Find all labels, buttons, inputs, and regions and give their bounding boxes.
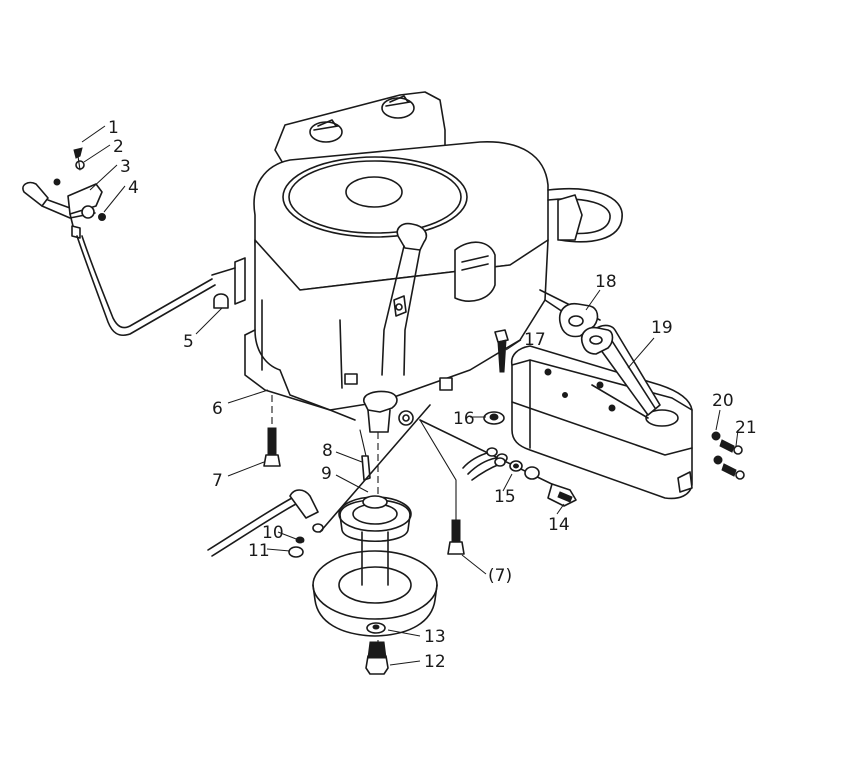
callout-18: 18 [595,272,617,292]
leader-lines [81,125,739,666]
pulley-bolt [365,641,389,675]
callout-3: 3 [120,157,131,177]
engine-assembly [244,91,623,433]
gasket-pair [558,302,614,355]
callout-labels: 1 2 3 4 5 6 7 (7) 8 9 10 11 12 13 14 15 … [108,118,757,672]
callout-4: 4 [128,178,139,198]
callout-21: 21 [735,418,757,438]
cable-bracket [211,257,246,309]
muffler-bolt [494,329,509,373]
callout-19: 19 [651,318,673,338]
callout-13: 13 [424,627,446,647]
callout-2: 2 [113,137,124,157]
drive-pulley [312,495,438,637]
dipstick [381,222,428,376]
callout-20: 20 [712,391,734,411]
callout-7-ref: (7) [488,566,512,586]
throttle-control-assembly [22,147,216,337]
callout-1: 1 [108,118,119,138]
callout-9: 9 [321,464,332,484]
callout-5: 5 [183,332,194,352]
callout-17: 17 [524,330,546,350]
spacer-16 [483,411,505,425]
callout-16: 16 [453,409,475,429]
muffler-nuts [711,431,745,480]
callout-15: 15 [494,487,516,507]
mount-bolt-right [447,519,465,555]
assembly-lines [271,395,457,642]
callout-7: 7 [212,471,223,491]
knob-right [381,95,415,119]
pulley-washer [366,622,386,634]
callout-8: 8 [322,441,333,461]
callout-12: 12 [424,652,446,672]
mount-bolt-left [263,427,281,467]
callout-10: 10 [262,523,284,543]
knob-left [309,119,343,143]
wire-harness [462,447,506,481]
callout-14: 14 [548,515,570,535]
callout-11: 11 [248,541,270,561]
callout-6: 6 [212,399,223,419]
